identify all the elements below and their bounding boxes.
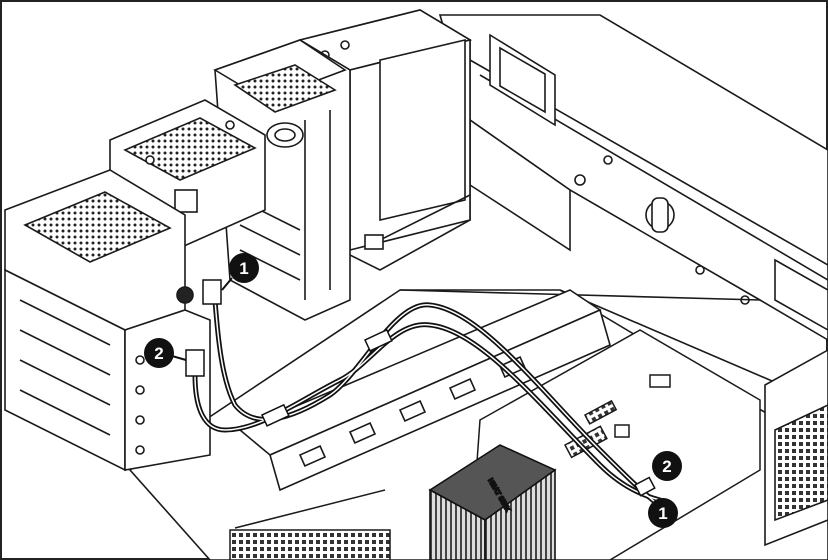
callout-label: 1 (658, 504, 667, 523)
callout-2-drive: 2 (144, 338, 187, 368)
callout-label: 1 (239, 259, 248, 278)
callout-label: 2 (154, 344, 163, 363)
power-supply (764, 349, 828, 547)
callout-2-board: 2 (652, 451, 682, 481)
cable-connectors (185, 279, 656, 497)
drive-cage-lower (4, 169, 211, 472)
chassis-side-wall (438, 14, 828, 341)
callout-label: 2 (662, 457, 671, 476)
drive-connector-1 (202, 279, 222, 305)
callout-1-board: 1 (648, 498, 678, 528)
cables (192, 297, 668, 513)
callout-1-drive: 1 (221, 253, 259, 291)
drive-bay-center (213, 39, 351, 321)
drive-connector-2 (185, 349, 205, 377)
heatsink: HEAT SINK (428, 444, 557, 560)
